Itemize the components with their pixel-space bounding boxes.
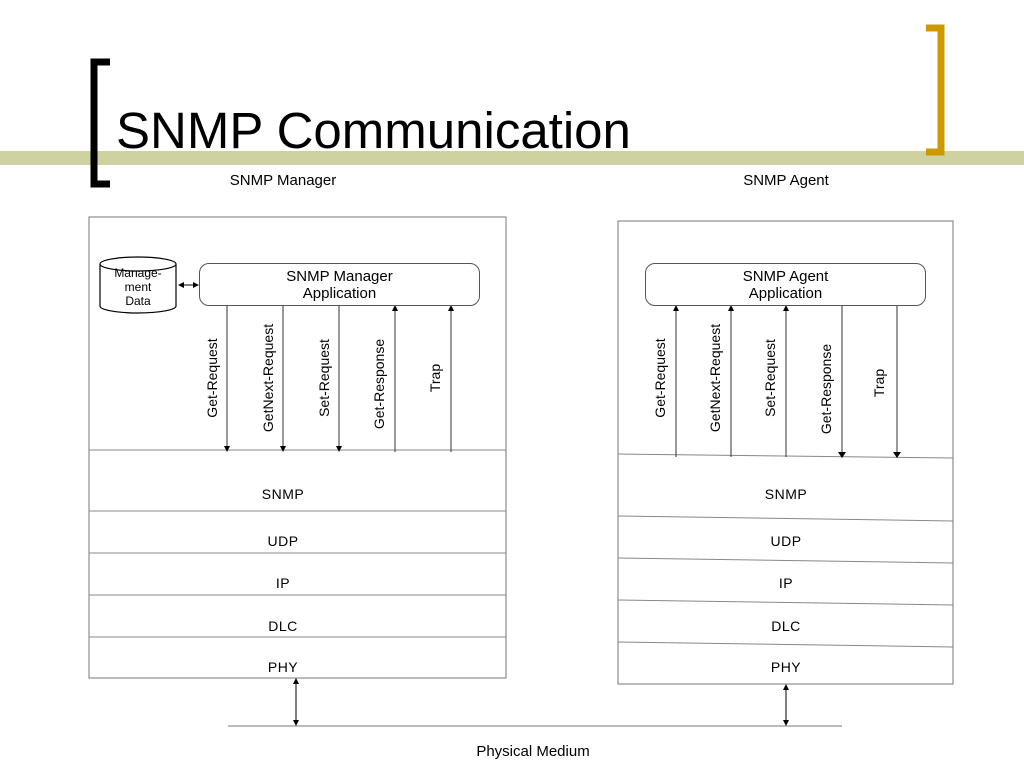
agent-msg-getnext-request: GetNext-Request (707, 324, 723, 432)
manager-layer-udp: UDP (267, 533, 299, 549)
db-label-line-1: Manage- (114, 266, 162, 280)
manager-layer-phy: PHY (267, 659, 299, 675)
agent-layer-udp: UDP (770, 533, 802, 549)
db-label-line-3: Data (125, 294, 151, 308)
manager-layer-snmp: SNMP (261, 486, 305, 502)
manager-stack (88, 216, 507, 679)
manager-heading: SNMP Manager (229, 172, 337, 189)
slide-title: SNMP Communication (116, 102, 631, 159)
manager-msg-trap: Trap (427, 364, 443, 392)
db-app-arrow-icon (178, 282, 199, 288)
physical-medium-label: Physical Medium (476, 743, 590, 760)
agent-layer-snmp: SNMP (764, 486, 808, 502)
manager-msg-getnext-request: GetNext-Request (260, 324, 276, 432)
agent-msg-get-response: Get-Response (818, 344, 834, 434)
manager-application-box: SNMP Manager Application (199, 263, 480, 306)
physical-medium-link (228, 678, 842, 727)
agent-app-line-2: Application (748, 284, 823, 302)
agent-app-line-1: SNMP Agent (742, 267, 829, 285)
manager-app-line-1: SNMP Manager (286, 267, 393, 285)
agent-application-box: SNMP Agent Application (645, 263, 926, 306)
manager-message-arrows (224, 305, 454, 452)
manager-msg-set-request: Set-Request (316, 339, 332, 417)
agent-layer-ip: IP (778, 575, 794, 591)
right-bracket-icon (926, 24, 945, 156)
agent-layer-dlc: DLC (771, 618, 801, 634)
db-label-line-2: ment (124, 280, 152, 294)
manager-msg-get-request: Get-Request (204, 338, 220, 417)
database-icon (99, 256, 177, 314)
agent-layer-phy: PHY (770, 659, 802, 675)
manager-layer-ip: IP (275, 575, 291, 591)
manager-message-labels: Get-Request GetNext-Request Set-Request … (204, 324, 443, 432)
agent-msg-trap: Trap (871, 369, 887, 397)
manager-msg-get-response: Get-Response (371, 339, 387, 429)
agent-msg-get-request: Get-Request (652, 338, 668, 417)
agent-message-labels: Get-Request GetNext-Request Set-Request … (652, 324, 887, 434)
manager-layer-dlc: DLC (268, 618, 298, 634)
agent-stack (617, 220, 954, 685)
manager-app-line-2: Application (302, 284, 377, 302)
accent-band (0, 151, 1024, 165)
management-data-label: Manage- ment Data (100, 266, 176, 308)
left-bracket-icon (90, 58, 110, 188)
agent-msg-set-request: Set-Request (762, 339, 778, 417)
agent-heading: SNMP Agent (743, 172, 829, 189)
agent-message-arrows (673, 305, 901, 458)
